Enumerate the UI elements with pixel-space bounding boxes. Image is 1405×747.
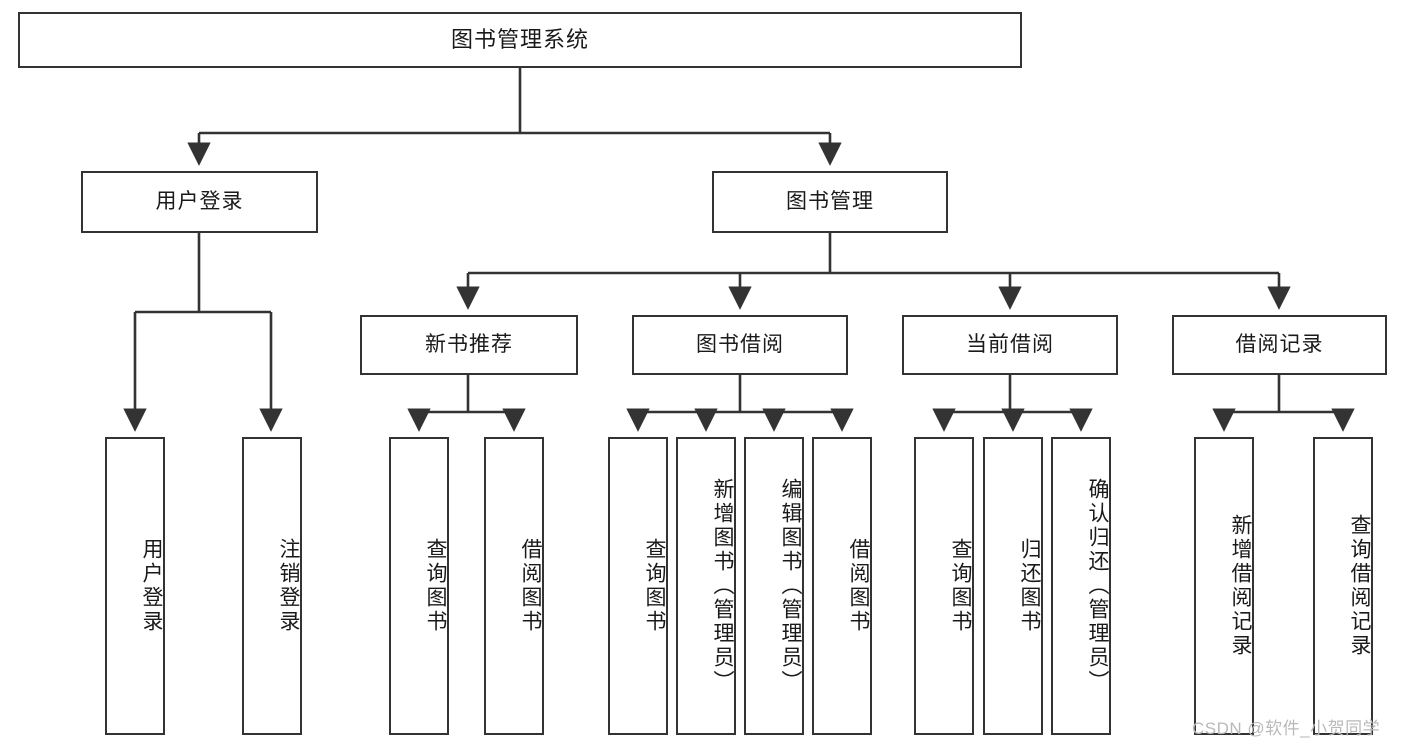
node-borrow-record[interactable]: 借阅记录	[1172, 315, 1387, 375]
leaf-user-login[interactable]: 用户登录	[105, 437, 165, 735]
leaf-label: 借阅图书	[519, 538, 542, 634]
leaf-label: 借阅图书	[847, 538, 870, 634]
leaf-label: 新增借阅记录	[1229, 514, 1252, 658]
leaf-label: 查询借阅记录	[1348, 514, 1371, 658]
node-root-system[interactable]: 图书管理系统	[18, 12, 1022, 68]
leaf-return-book[interactable]: 归还图书	[983, 437, 1043, 735]
leaf-label: 查询图书	[949, 538, 972, 634]
leaf-logout[interactable]: 注销登录	[242, 437, 302, 735]
node-user-login[interactable]: 用户登录	[81, 171, 318, 233]
leaf-label: 用户登录	[140, 538, 163, 634]
node-new-book-recommendation[interactable]: 新书推荐	[360, 315, 578, 375]
leaf-label: 查询图书	[643, 538, 666, 634]
leaf-label: 编辑图书（管理员）	[779, 478, 802, 694]
node-current-borrow[interactable]: 当前借阅	[902, 315, 1118, 375]
leaf-label: 确认归还（管理员）	[1086, 478, 1109, 694]
leaf-query-book-borrow[interactable]: 查询图书	[608, 437, 668, 735]
leaf-label: 新增图书（管理员）	[711, 478, 734, 694]
csdn-watermark: CSDN @软件_小贺同学	[1192, 719, 1381, 738]
leaf-confirm-return-admin[interactable]: 确认归还（管理员）	[1051, 437, 1111, 735]
leaf-query-book-current[interactable]: 查询图书	[914, 437, 974, 735]
leaf-borrow-book-recommend[interactable]: 借阅图书	[484, 437, 544, 735]
leaf-borrow-book[interactable]: 借阅图书	[812, 437, 872, 735]
leaf-edit-book-admin[interactable]: 编辑图书（管理员）	[744, 437, 804, 735]
leaf-add-borrow-record[interactable]: 新增借阅记录	[1194, 437, 1254, 735]
node-book-borrow[interactable]: 图书借阅	[632, 315, 848, 375]
leaf-query-book-recommend[interactable]: 查询图书	[389, 437, 449, 735]
leaf-query-borrow-record[interactable]: 查询借阅记录	[1313, 437, 1373, 735]
leaf-label: 查询图书	[424, 538, 447, 634]
leaf-label: 注销登录	[277, 538, 300, 634]
node-book-management[interactable]: 图书管理	[712, 171, 948, 233]
leaf-add-book-admin[interactable]: 新增图书（管理员）	[676, 437, 736, 735]
leaf-label: 归还图书	[1018, 538, 1041, 634]
